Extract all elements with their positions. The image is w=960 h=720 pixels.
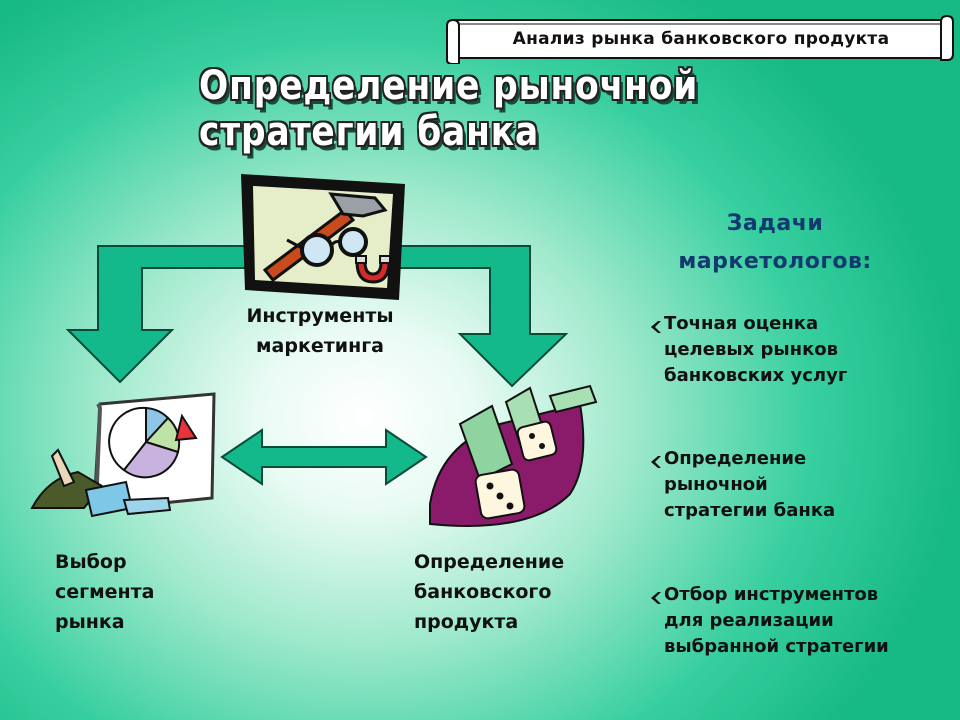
title-banner	[446, 14, 954, 64]
pie-chart-computer-icon	[30, 392, 216, 518]
diamond-arrow-bullet-icon	[650, 446, 664, 524]
tools-label: Инструменты маркетинга	[246, 305, 394, 357]
task-text: Отбор инструментов для реализации выбран…	[664, 584, 889, 657]
segment-label: Выбор сегмента рынка	[55, 551, 155, 633]
arrow-to-product	[379, 245, 569, 388]
arrow-to-segment	[65, 245, 251, 384]
task-item: Определение рыночной стратегии банка	[650, 446, 955, 524]
money-dice-icon	[429, 384, 598, 527]
task-item: Точная оценка целевых рынков банковских …	[650, 311, 955, 389]
product-label: Определение банковского продукта	[414, 551, 565, 633]
diamond-arrow-bullet-icon	[650, 311, 664, 389]
task-text: Определение рыночной стратегии банка	[664, 448, 836, 521]
arrow-segment-product	[220, 428, 428, 486]
task-item: Отбор инструментов для реализации выбран…	[650, 582, 955, 660]
hammer-glasses-magnet-icon	[241, 174, 405, 300]
diamond-arrow-bullet-icon	[650, 582, 664, 660]
banner-title: Анализ рынка банковского продукта	[512, 29, 890, 49]
task-text: Точная оценка целевых рынков банковских …	[664, 313, 848, 386]
tasks-title: Задачи маркетологов:	[678, 211, 872, 274]
